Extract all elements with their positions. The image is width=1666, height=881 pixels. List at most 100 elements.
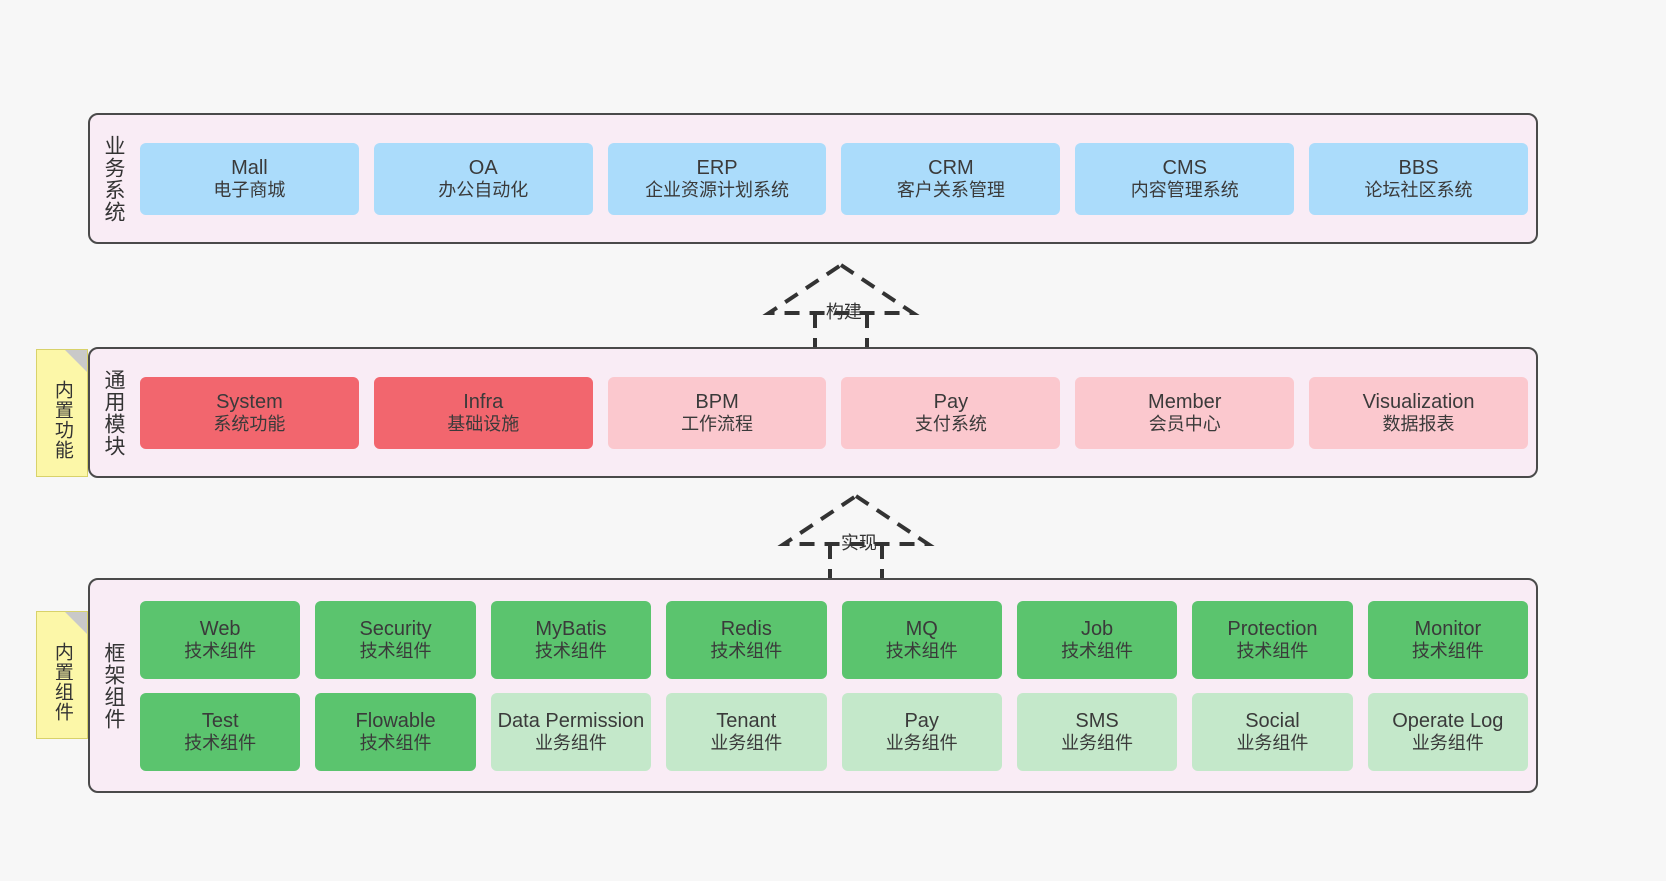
layer-body-framework-component: Web 技术组件 Security 技术组件 MyBatis 技术组件 Redi… (136, 580, 1536, 791)
card-infra[interactable]: Infra 基础设施 (373, 376, 593, 449)
card-title: OA (468, 156, 498, 179)
card-subtitle: 技术组件 (359, 640, 432, 661)
card-sms[interactable]: SMS 业务组件 (1016, 692, 1178, 771)
card-erp[interactable]: ERP 企业资源计划系统 (607, 142, 827, 215)
card-web[interactable]: Web 技术组件 (140, 600, 301, 679)
card-subtitle: 数据报表 (1382, 413, 1455, 434)
card-subtitle: 业务组件 (1061, 732, 1134, 753)
card-visualization[interactable]: Visualization 数据报表 (1309, 376, 1528, 449)
card-title: BPM (695, 390, 739, 413)
card-pay-business[interactable]: Pay 业务组件 (841, 692, 1002, 771)
card-row-framework-tech: Web 技术组件 Security 技术组件 MyBatis 技术组件 Redi… (140, 600, 1528, 679)
card-title: Infra (463, 390, 504, 413)
note-builtin-component-label: 内置组件 (51, 642, 73, 722)
card-mall[interactable]: Mall 电子商城 (140, 142, 359, 215)
card-title: Protection (1227, 617, 1318, 640)
card-protection[interactable]: Protection 技术组件 (1192, 600, 1353, 679)
card-subtitle: 系统功能 (213, 413, 286, 434)
card-subtitle: 业务组件 (1411, 732, 1484, 753)
card-title: Member (1148, 390, 1222, 413)
card-subtitle: 技术组件 (534, 640, 607, 661)
layer-body-business-system: Mall 电子商城 OA 办公自动化 ERP 企业资源计划系统 CRM 客户关系… (136, 115, 1536, 242)
card-title: CMS (1162, 156, 1207, 179)
card-subtitle: 技术组件 (184, 640, 257, 661)
card-operate-log[interactable]: Operate Log 业务组件 (1367, 692, 1528, 771)
card-system[interactable]: System 系统功能 (140, 376, 359, 449)
card-subtitle: 技术组件 (1061, 640, 1134, 661)
layer-label-common-module: 通用模块 (101, 368, 125, 457)
card-row-framework-business: Test 技术组件 Flowable 技术组件 Data Permission … (140, 692, 1528, 771)
card-member[interactable]: Member 会员中心 (1075, 376, 1295, 449)
card-social[interactable]: Social 业务组件 (1192, 692, 1353, 771)
card-title: Redis (720, 617, 772, 640)
card-title: ERP (696, 156, 738, 179)
card-title: MQ (905, 617, 938, 640)
note-builtin-component: 内置组件 (36, 611, 88, 739)
card-row-common: System 系统功能 Infra 基础设施 BPM 工作流程 Pay 支付系统… (140, 376, 1528, 449)
card-subtitle: 企业资源计划系统 (645, 179, 790, 200)
card-subtitle: 论坛社区系统 (1364, 179, 1473, 200)
connector-implement-label: 实现 (840, 533, 877, 553)
card-subtitle: 办公自动化 (438, 179, 529, 200)
card-subtitle: 业务组件 (710, 732, 783, 753)
connector-build-arrow: 构建 (761, 261, 921, 351)
card-subtitle: 技术组件 (359, 732, 432, 753)
card-mq[interactable]: MQ 技术组件 (841, 600, 1002, 679)
card-title: Web (199, 617, 241, 640)
card-subtitle: 业务组件 (1236, 732, 1309, 753)
card-title: Security (359, 617, 432, 640)
card-security[interactable]: Security 技术组件 (315, 600, 476, 679)
card-title: Social (1245, 709, 1300, 732)
card-subtitle: 技术组件 (885, 640, 958, 661)
connector-implement-arrow: 实现 (776, 492, 936, 582)
card-title: Visualization (1362, 390, 1475, 413)
card-row-business: Mall 电子商城 OA 办公自动化 ERP 企业资源计划系统 CRM 客户关系… (140, 142, 1528, 215)
card-pay[interactable]: Pay 支付系统 (841, 376, 1061, 449)
card-subtitle: 技术组件 (184, 732, 257, 753)
card-subtitle: 客户关系管理 (896, 179, 1005, 200)
card-title: Test (201, 709, 239, 732)
card-title: Monitor (1414, 617, 1482, 640)
card-test[interactable]: Test 技术组件 (140, 692, 301, 771)
card-title: Mall (231, 156, 268, 179)
card-bpm[interactable]: BPM 工作流程 (607, 376, 827, 449)
connector-build-label: 构建 (825, 302, 862, 322)
card-title: SMS (1075, 709, 1119, 732)
card-flowable[interactable]: Flowable 技术组件 (315, 692, 476, 771)
layer-body-common-module: System 系统功能 Infra 基础设施 BPM 工作流程 Pay 支付系统… (136, 349, 1536, 476)
layer-business-system: 业务系统 Mall 电子商城 OA 办公自动化 ERP 企业资源计划系统 CRM… (88, 113, 1538, 244)
note-builtin-function: 内置功能 (36, 349, 88, 477)
layer-framework-component: 框架组件 Web 技术组件 Security 技术组件 MyBatis 技术组件… (88, 578, 1538, 793)
card-title: Flowable (355, 709, 436, 732)
card-subtitle: 技术组件 (710, 640, 783, 661)
card-title: Operate Log (1392, 709, 1504, 732)
card-subtitle: 技术组件 (1411, 640, 1484, 661)
layer-label-business-system: 业务系统 (101, 134, 125, 223)
card-bbs[interactable]: BBS 论坛社区系统 (1309, 142, 1528, 215)
card-subtitle: 内容管理系统 (1130, 179, 1239, 200)
card-subtitle: 业务组件 (885, 732, 958, 753)
card-tenant[interactable]: Tenant 业务组件 (666, 692, 827, 771)
card-title: Pay (904, 709, 939, 732)
card-title: CRM (928, 156, 974, 179)
card-title: Job (1080, 617, 1114, 640)
card-job[interactable]: Job 技术组件 (1016, 600, 1178, 679)
card-title: Pay (933, 390, 969, 413)
card-crm[interactable]: CRM 客户关系管理 (841, 142, 1061, 215)
card-redis[interactable]: Redis 技术组件 (666, 600, 827, 679)
layer-label-framework-component: 框架组件 (101, 641, 125, 730)
card-subtitle: 支付系统 (914, 413, 987, 434)
card-oa[interactable]: OA 办公自动化 (373, 142, 593, 215)
layer-common-module: 通用模块 System 系统功能 Infra 基础设施 BPM 工作流程 Pay… (88, 347, 1538, 478)
card-data-permission[interactable]: Data Permission 业务组件 (490, 692, 652, 771)
card-title: Tenant (716, 709, 777, 732)
card-mybatis[interactable]: MyBatis 技术组件 (490, 600, 652, 679)
note-builtin-function-label: 内置功能 (51, 380, 73, 460)
card-title: BBS (1398, 156, 1439, 179)
card-subtitle: 工作流程 (681, 413, 754, 434)
card-monitor[interactable]: Monitor 技术组件 (1367, 600, 1528, 679)
card-subtitle: 基础设施 (447, 413, 520, 434)
card-cms[interactable]: CMS 内容管理系统 (1075, 142, 1295, 215)
card-title: Data Permission (497, 709, 645, 732)
